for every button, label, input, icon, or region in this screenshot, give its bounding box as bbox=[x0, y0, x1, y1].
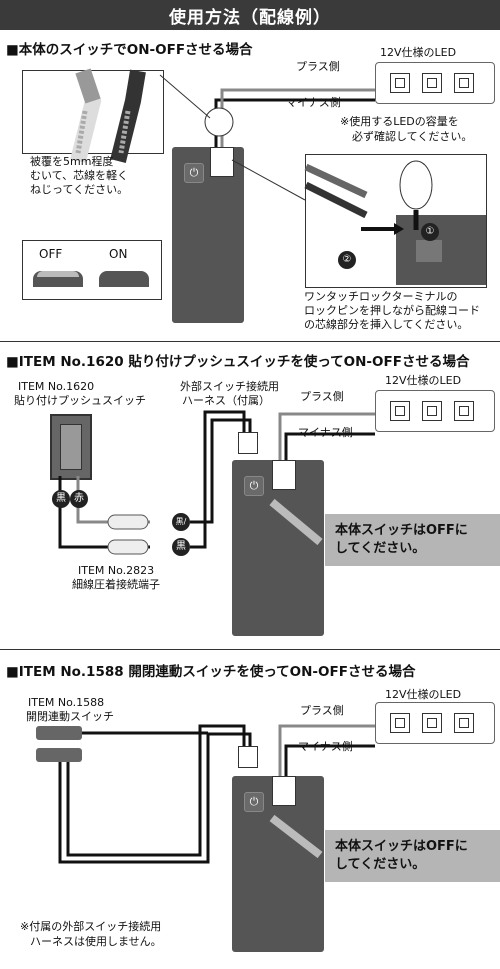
power-icon[interactable]: ⏻ bbox=[184, 163, 204, 183]
switch-label-line1: ITEM No.1588 bbox=[28, 696, 105, 709]
led-icon bbox=[390, 73, 410, 93]
footnote-line1: ※付属の外部スイッチ接続用 bbox=[20, 920, 162, 933]
callout-line2: してください。 bbox=[335, 857, 426, 872]
switch-off-highlight bbox=[37, 271, 79, 277]
section3-wires bbox=[58, 724, 375, 864]
led-module bbox=[375, 390, 495, 432]
callout-line2: してください。 bbox=[335, 541, 426, 556]
harness-connector bbox=[238, 432, 258, 454]
led-label: 12V仕様のLED bbox=[385, 688, 462, 701]
led-label: 12V仕様のLED bbox=[380, 46, 457, 59]
plus-label: プラス側 bbox=[296, 60, 340, 73]
section-heading: ■本体のスイッチでON-OFFさせる場合 bbox=[6, 42, 253, 58]
led-icon bbox=[454, 713, 474, 733]
callout-line1: 本体スイッチはOFFに bbox=[335, 839, 468, 854]
plus-label: プラス側 bbox=[300, 704, 344, 717]
terminal-label-line1: ITEM No.2823 bbox=[78, 564, 155, 577]
door-switch-bottom bbox=[36, 748, 82, 762]
red-label: 赤 bbox=[70, 490, 88, 508]
switch-connector bbox=[238, 746, 258, 768]
terminal-connector bbox=[210, 147, 234, 177]
section1-wires bbox=[159, 74, 375, 201]
led-icon bbox=[422, 713, 442, 733]
led-label: 12V仕様のLED bbox=[385, 374, 462, 387]
terminal-closeup-illustration bbox=[304, 160, 486, 285]
power-icon[interactable]: ⏻ bbox=[244, 792, 264, 812]
marker-2: ② bbox=[338, 251, 356, 269]
strip-note-line3: ねじってください。 bbox=[30, 183, 129, 196]
terminal-connector bbox=[272, 460, 296, 490]
on-off-box: OFF ON bbox=[22, 240, 162, 300]
switch-label-line2: 貼り付けプッシュスイッチ bbox=[14, 394, 146, 407]
section-heading: ■ITEM No.1620 貼り付けプッシュスイッチを使ってON-OFFさせる場… bbox=[6, 354, 470, 370]
led-note-line1: ※使用するLEDの容量を bbox=[340, 115, 459, 128]
harness-label-line1: 外部スイッチ接続用 bbox=[180, 380, 279, 393]
led-icon bbox=[454, 401, 474, 421]
section-push-switch: ■ITEM No.1620 貼り付けプッシュスイッチを使ってON-OFFさせる場… bbox=[0, 341, 500, 650]
strip-note-line1: 被覆を5mm程度 bbox=[30, 155, 114, 168]
callout-line1: 本体スイッチはOFFに bbox=[335, 523, 468, 538]
section-body-switch: ■本体のスイッチでON-OFFさせる場合 12V仕様のLED プラス側 マイナス… bbox=[0, 30, 500, 341]
off-label: OFF bbox=[39, 247, 63, 261]
led-note-line2: 必ず確認してください。 bbox=[352, 130, 473, 143]
switch-label-line1: ITEM No.1620 bbox=[18, 380, 95, 393]
stripped-wire-illustration bbox=[70, 68, 146, 163]
terminal-note-line1: ワンタッチロックターミナルの bbox=[304, 290, 458, 303]
led-icon bbox=[422, 73, 442, 93]
strip-note-line2: むいて、芯線を軽く bbox=[30, 169, 129, 182]
black-white-label: 黒/白 bbox=[172, 513, 190, 544]
push-switch-button bbox=[60, 424, 82, 470]
footnote-line2: ハーネスは使用しません。 bbox=[30, 935, 162, 948]
section-door-switch: ■ITEM No.1588 開閉連動スイッチを使ってON-OFFさせる場合 12… bbox=[0, 649, 500, 969]
callout-off: 本体スイッチはOFFに してください。 bbox=[325, 514, 500, 566]
terminal-label-line2: 細線圧着接続端子 bbox=[72, 578, 160, 591]
switch-on-icon bbox=[99, 271, 149, 287]
terminal-connector bbox=[272, 776, 296, 806]
black-label: 黒 bbox=[52, 490, 70, 508]
led-icon bbox=[422, 401, 442, 421]
section-heading: ■ITEM No.1588 開閉連動スイッチを使ってON-OFFさせる場合 bbox=[6, 664, 416, 680]
led-module bbox=[375, 62, 495, 104]
terminal-note-line2: ロックピンを押しながら配線コード bbox=[304, 304, 480, 317]
led-icon bbox=[390, 401, 410, 421]
plus-label: プラス側 bbox=[300, 390, 344, 403]
terminal-note-line3: の芯線部分を挿入してください。 bbox=[304, 318, 469, 331]
terminal-closeup-box: ① ② bbox=[304, 154, 487, 288]
callout-off: 本体スイッチはOFFに してください。 bbox=[325, 830, 500, 882]
marker-1: ① bbox=[421, 223, 439, 241]
led-module bbox=[375, 702, 495, 744]
door-switch-top bbox=[36, 726, 82, 740]
page-title: 使用方法（配線例） bbox=[0, 0, 500, 30]
switch-label-line2: 開閉連動スイッチ bbox=[26, 710, 114, 723]
led-icon bbox=[390, 713, 410, 733]
led-icon bbox=[454, 73, 474, 93]
push-switch bbox=[50, 414, 92, 480]
power-icon[interactable]: ⏻ bbox=[244, 476, 264, 496]
harness-label-line2: ハーネス（付属） bbox=[182, 394, 270, 407]
black-label-2: 黒 bbox=[172, 538, 190, 556]
wire-closeup-box bbox=[22, 68, 164, 163]
on-label: ON bbox=[109, 247, 128, 261]
